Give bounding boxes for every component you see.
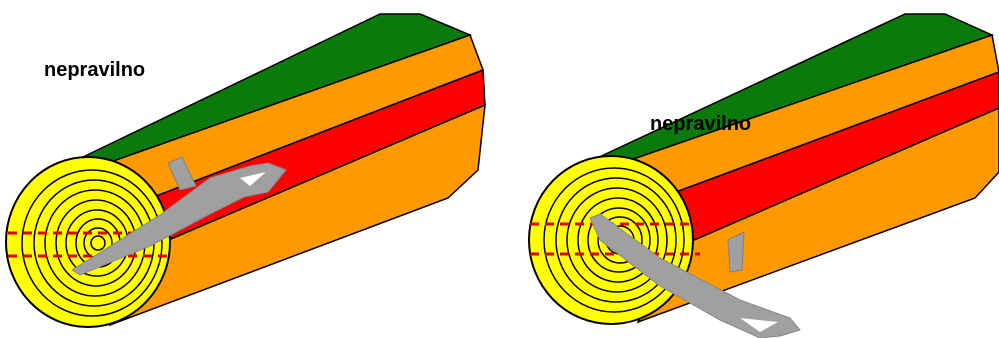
incorrect-label-right: nepravilno	[650, 114, 751, 134]
incorrect-label-left: nepravilno	[44, 60, 145, 80]
right-log	[529, 14, 999, 338]
